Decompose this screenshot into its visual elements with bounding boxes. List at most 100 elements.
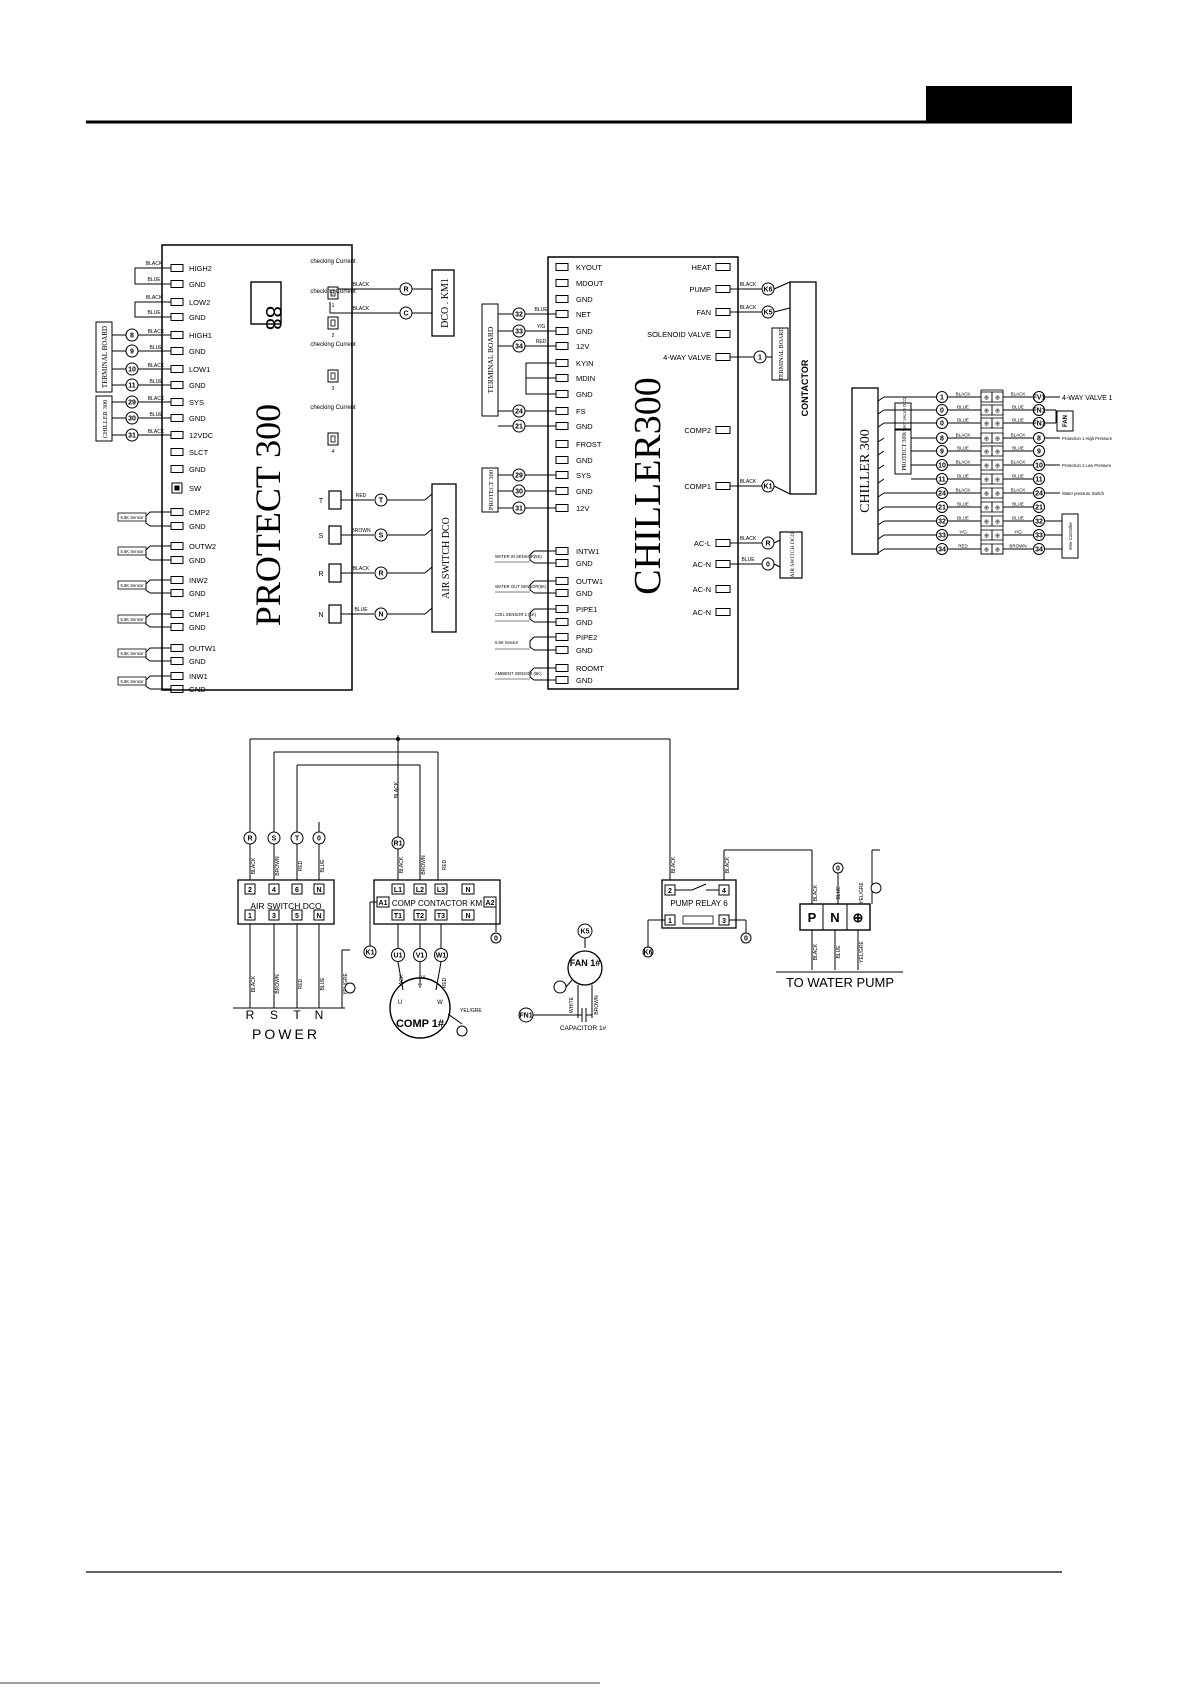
- label: 5.5K Sensor: [120, 617, 144, 622]
- wire-path: [529, 580, 535, 594]
- node-label: 34: [938, 547, 946, 554]
- fan-motor: [567, 950, 603, 986]
- box: [555, 456, 569, 464]
- wire-path: [145, 647, 151, 662]
- label: KYIN: [576, 359, 594, 368]
- node-label: 31: [515, 506, 523, 513]
- box: [715, 285, 731, 293]
- label: 1: [668, 918, 672, 925]
- box: [327, 432, 339, 446]
- terminal-node: [936, 417, 948, 429]
- board-title: PROTECT 300: [248, 404, 288, 626]
- label: 12V: [576, 342, 589, 351]
- terminal-node: [936, 432, 948, 444]
- terminal-node: [391, 948, 405, 962]
- box: [789, 281, 817, 495]
- label: YEL/GRE: [859, 882, 865, 904]
- label: TERMINAL BOARD: [101, 326, 109, 388]
- label: KYOUT: [576, 263, 602, 272]
- terminal-mark: ⊕: [984, 422, 989, 428]
- box: [170, 448, 184, 456]
- box: [170, 542, 184, 550]
- label: R: [246, 1008, 255, 1022]
- label: Protection 1 Low Pressure: [1062, 463, 1112, 468]
- node-label: 33: [938, 533, 946, 540]
- box: [555, 547, 569, 555]
- label: AC-L: [694, 539, 711, 548]
- node-label: 29: [515, 473, 523, 480]
- box: [170, 685, 184, 693]
- label: N: [316, 887, 321, 894]
- diagram-content: HIGH2GNDLOW2GNDHIGH1GNDLOW1GNDSYSGND12VD…: [95, 244, 1113, 1042]
- board-title: CHILLER300: [627, 377, 669, 594]
- label: MDOUT: [576, 279, 604, 288]
- label: INW1: [189, 672, 208, 681]
- box: [170, 414, 184, 422]
- label: V: [418, 984, 422, 990]
- box: [555, 589, 569, 597]
- label: T: [293, 1008, 301, 1022]
- label: 5.5K Sensor: [120, 515, 144, 520]
- label: Y/G: [537, 324, 546, 330]
- node-label: 32: [938, 519, 946, 526]
- node-label: R1: [394, 841, 403, 848]
- box: [555, 559, 569, 567]
- label: PROTECT 300: [902, 433, 908, 470]
- label: RED: [536, 339, 547, 345]
- terminal-node: [1033, 417, 1045, 429]
- box: [170, 347, 184, 355]
- wire: [877, 520, 885, 526]
- label: BLUE: [149, 379, 163, 385]
- label: BLUE: [1012, 418, 1024, 423]
- label: BLACK: [148, 429, 165, 435]
- label: NET: [576, 310, 591, 319]
- label: 3: [722, 918, 726, 925]
- label: BLACK: [1011, 392, 1026, 397]
- box: [170, 398, 184, 406]
- label: L2: [416, 887, 424, 894]
- label: BROWN: [1009, 544, 1026, 549]
- label: GND: [576, 456, 593, 465]
- node-label: FV1: [1033, 395, 1046, 402]
- terminal-mark: ⊕: [995, 464, 1000, 470]
- label: 5.5K Sensor: [120, 549, 144, 554]
- label: U: [398, 1000, 402, 1006]
- box: [117, 676, 147, 686]
- box: [170, 623, 184, 631]
- node-label: S: [272, 836, 277, 843]
- node-label: 0: [744, 936, 748, 943]
- label: BLACK: [956, 488, 971, 493]
- label: PROTECT 300: [488, 470, 495, 510]
- box: [555, 390, 569, 398]
- label: P: [808, 910, 817, 925]
- label: TERMINAL BOARD: [486, 326, 495, 393]
- node-label: 0: [940, 408, 944, 415]
- label: 4-WAY VALVE: [663, 353, 711, 362]
- node-label: 29: [128, 400, 136, 407]
- box: [268, 883, 280, 895]
- label: BLUE: [354, 607, 368, 613]
- label: BLACK: [146, 261, 163, 267]
- label: BLACK: [353, 566, 370, 572]
- label: BLACK: [353, 306, 370, 312]
- node-label: 32: [1035, 519, 1043, 526]
- label: AC-N: [693, 560, 711, 569]
- label: FROST: [576, 440, 602, 449]
- label: BLACK: [740, 479, 757, 485]
- terminal-mark: ⊕: [984, 548, 989, 554]
- box: [555, 440, 569, 448]
- box: [715, 608, 731, 616]
- box: [779, 531, 803, 579]
- box: [170, 522, 184, 530]
- box: [313, 883, 325, 895]
- box: [117, 512, 147, 522]
- label: GND: [576, 676, 593, 685]
- node-label: K6: [764, 287, 773, 294]
- node-label: 0: [836, 866, 840, 873]
- wire-path: [145, 579, 151, 594]
- node-label: 30: [515, 489, 523, 496]
- label: SLCT: [189, 448, 209, 457]
- label: ⊕: [853, 910, 864, 925]
- label: INW2: [189, 576, 208, 585]
